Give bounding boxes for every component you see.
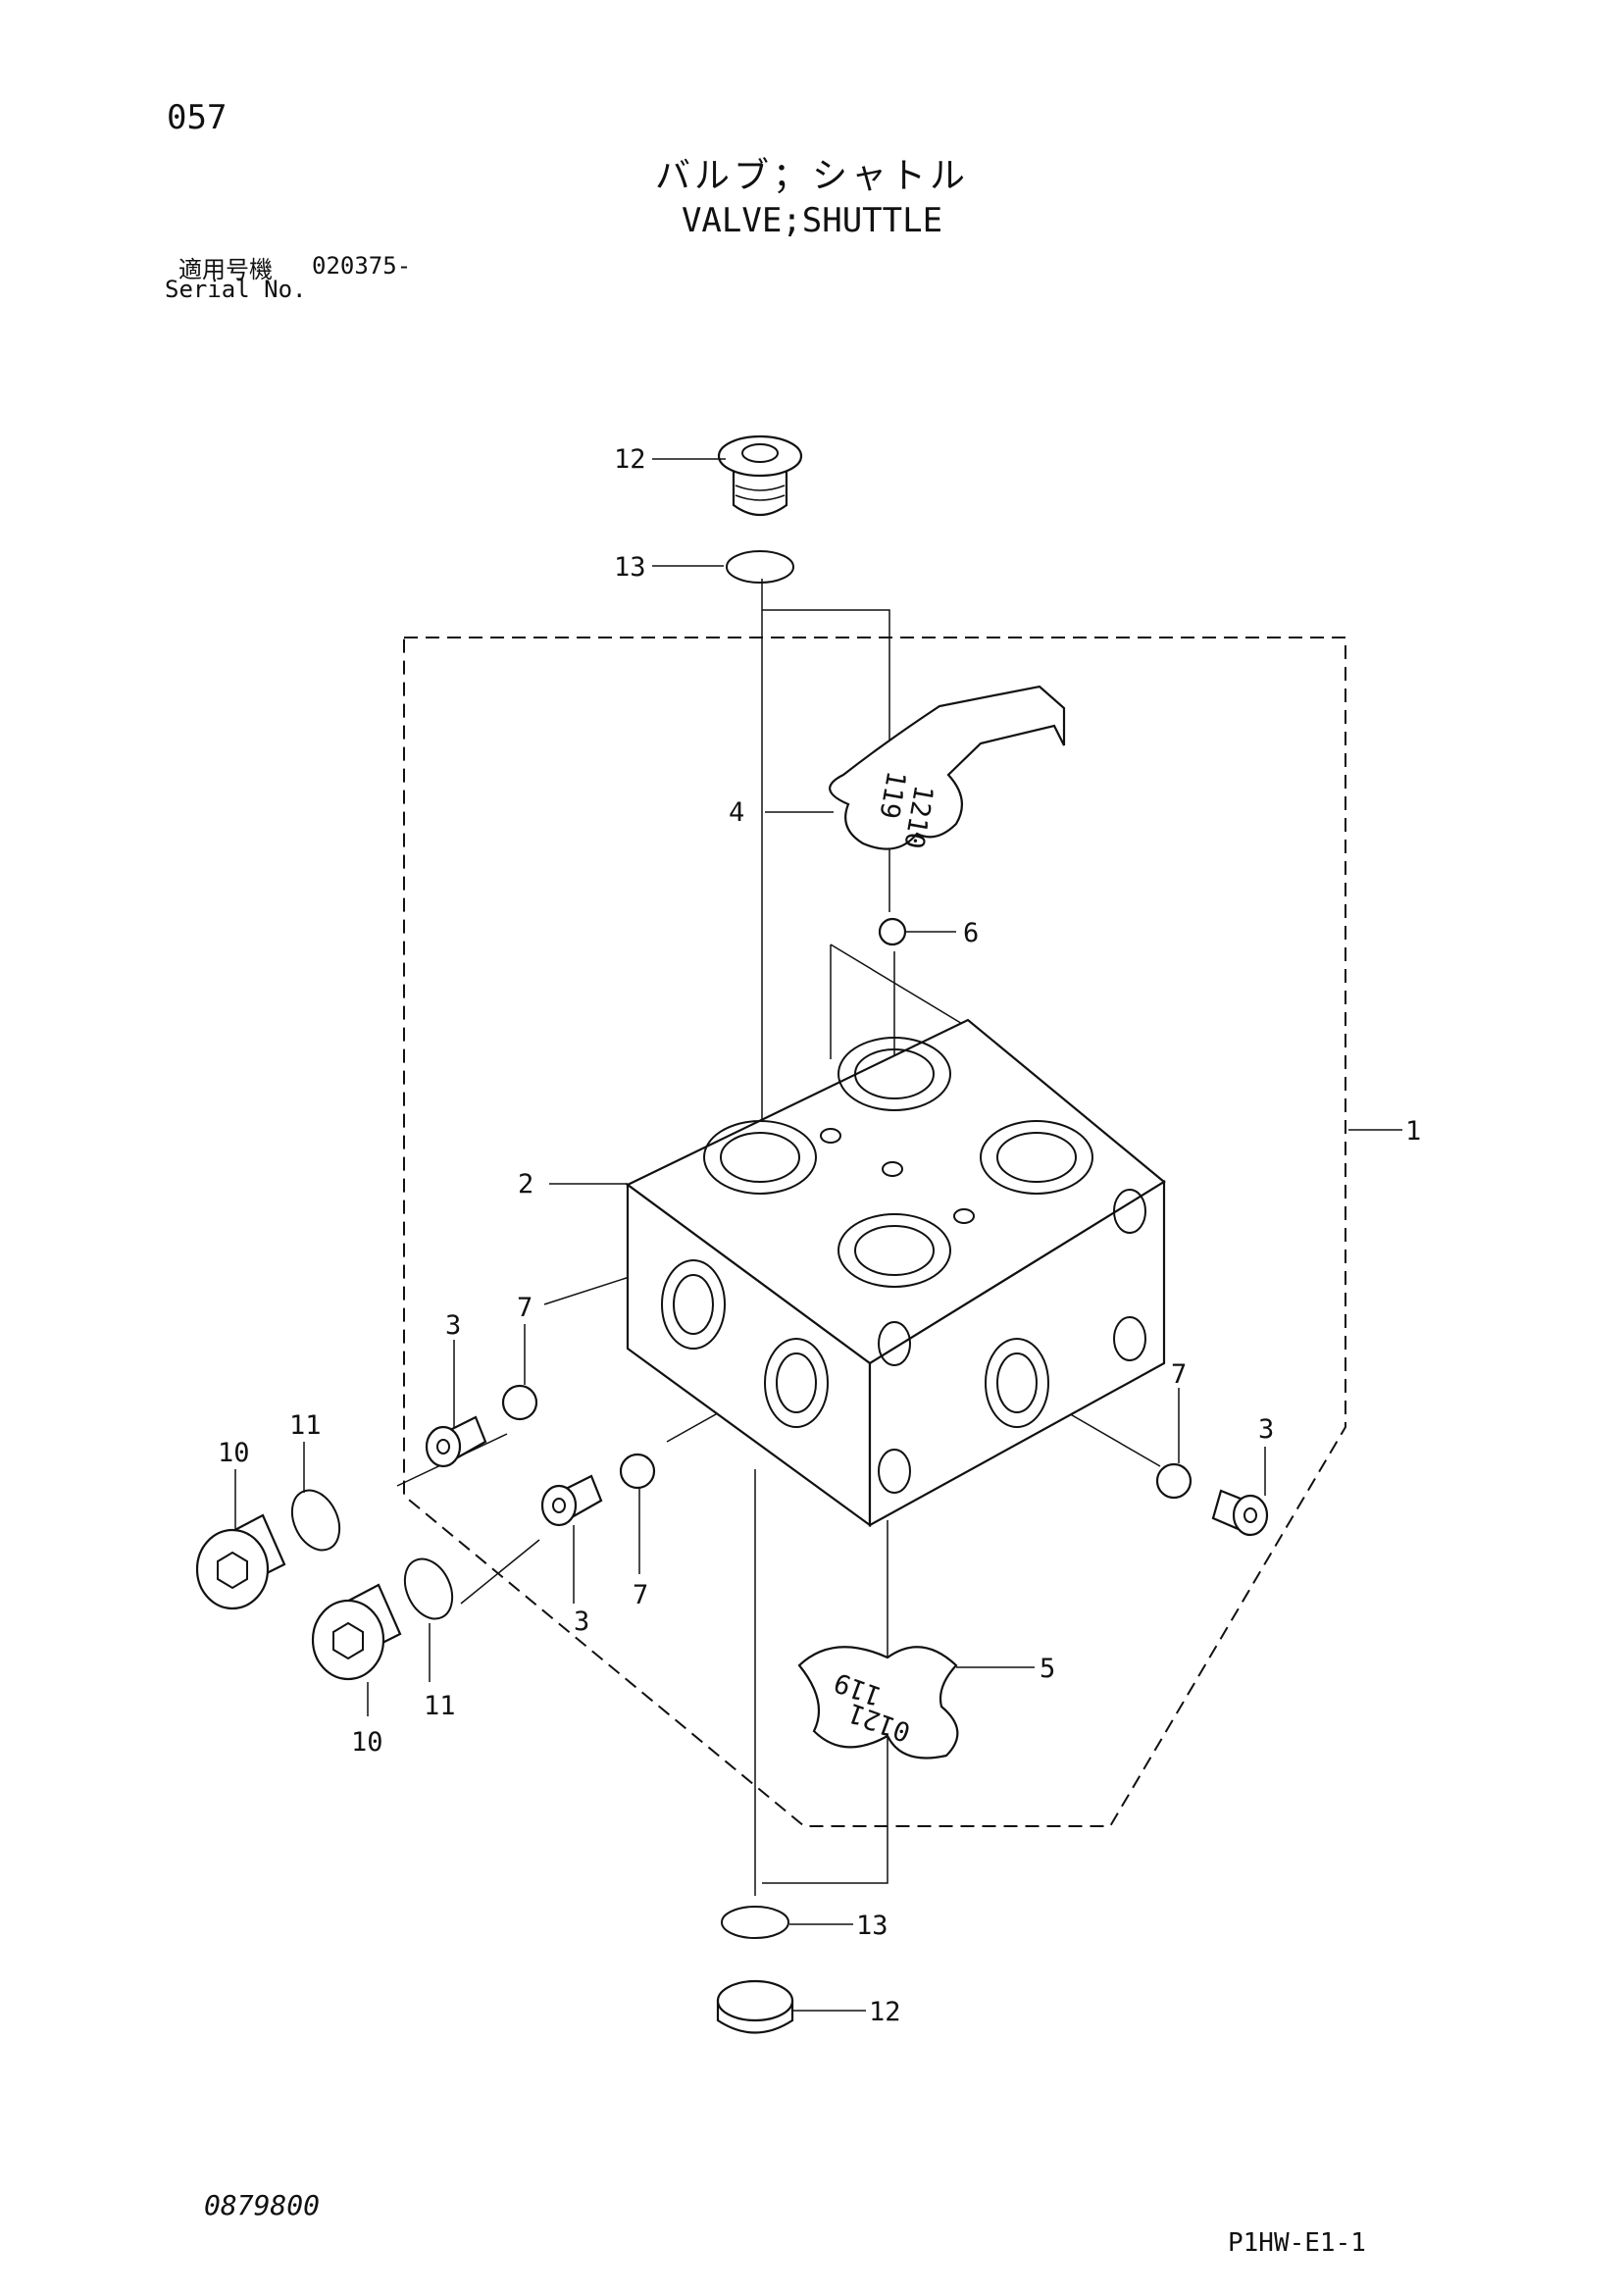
top-o-ring bbox=[726, 550, 794, 584]
callout-13-top: 13 bbox=[614, 552, 646, 583]
ball-7-center bbox=[619, 1453, 656, 1490]
callout-11-upper: 11 bbox=[289, 1410, 322, 1441]
plug-10-upper bbox=[195, 1513, 286, 1610]
callout-6: 6 bbox=[963, 918, 979, 948]
callout-10-upper: 10 bbox=[218, 1438, 250, 1468]
bottom-o-ring bbox=[721, 1906, 789, 1939]
plug-3-upper-left bbox=[425, 1415, 487, 1468]
plug-3-lower-left bbox=[540, 1474, 603, 1527]
callout-leaders bbox=[234, 458, 1402, 2012]
ball-7-left bbox=[501, 1384, 538, 1421]
callout-5: 5 bbox=[1040, 1654, 1055, 1684]
callout-7-center: 7 bbox=[633, 1580, 648, 1610]
callout-3-upper-left: 3 bbox=[445, 1310, 461, 1341]
bottom-tag-plate: 119 0121 bbox=[797, 1646, 959, 1760]
callout-4: 4 bbox=[729, 797, 744, 828]
valve-block bbox=[625, 1018, 1166, 1528]
title-english: VALVE;SHUTTLE bbox=[681, 201, 943, 240]
callout-11-lower: 11 bbox=[424, 1691, 456, 1721]
ball-7-right bbox=[1155, 1462, 1193, 1500]
serial-value: 020375- bbox=[312, 252, 412, 280]
sheet-code: P1HW-E1-1 bbox=[1228, 2228, 1366, 2258]
bottom-plug bbox=[716, 1979, 794, 2034]
o-ring-11-upper bbox=[290, 1489, 341, 1552]
serial-label-japanese: 適用号機 bbox=[178, 256, 273, 283]
callout-12-bottom: 12 bbox=[869, 1997, 901, 2027]
plug-3-right bbox=[1211, 1489, 1269, 1537]
callout-13-bottom: 13 bbox=[856, 1911, 888, 1941]
callout-7-left: 7 bbox=[517, 1293, 533, 1323]
ball-6 bbox=[878, 917, 907, 946]
callout-12-top: 12 bbox=[614, 444, 646, 475]
callout-10-lower: 10 bbox=[351, 1727, 383, 1758]
plug-10-lower bbox=[311, 1583, 402, 1681]
o-ring-11-lower bbox=[403, 1557, 454, 1620]
callout-3-lower: 3 bbox=[574, 1607, 589, 1637]
serial-label-english: Serial No. bbox=[165, 276, 307, 303]
title-japanese: バルブ；シャトル bbox=[654, 156, 969, 196]
callout-7-right: 7 bbox=[1171, 1359, 1187, 1390]
callout-3-right: 3 bbox=[1258, 1414, 1274, 1445]
top-tag-plate: 119 1210 bbox=[829, 685, 1066, 851]
drawing-number: 0879800 bbox=[204, 2189, 321, 2221]
assembly-boundary bbox=[403, 637, 1346, 1827]
callout-1: 1 bbox=[1405, 1116, 1421, 1147]
top-plug bbox=[717, 434, 803, 517]
callout-2: 2 bbox=[518, 1169, 533, 1199]
page-number: 057 bbox=[167, 98, 228, 137]
